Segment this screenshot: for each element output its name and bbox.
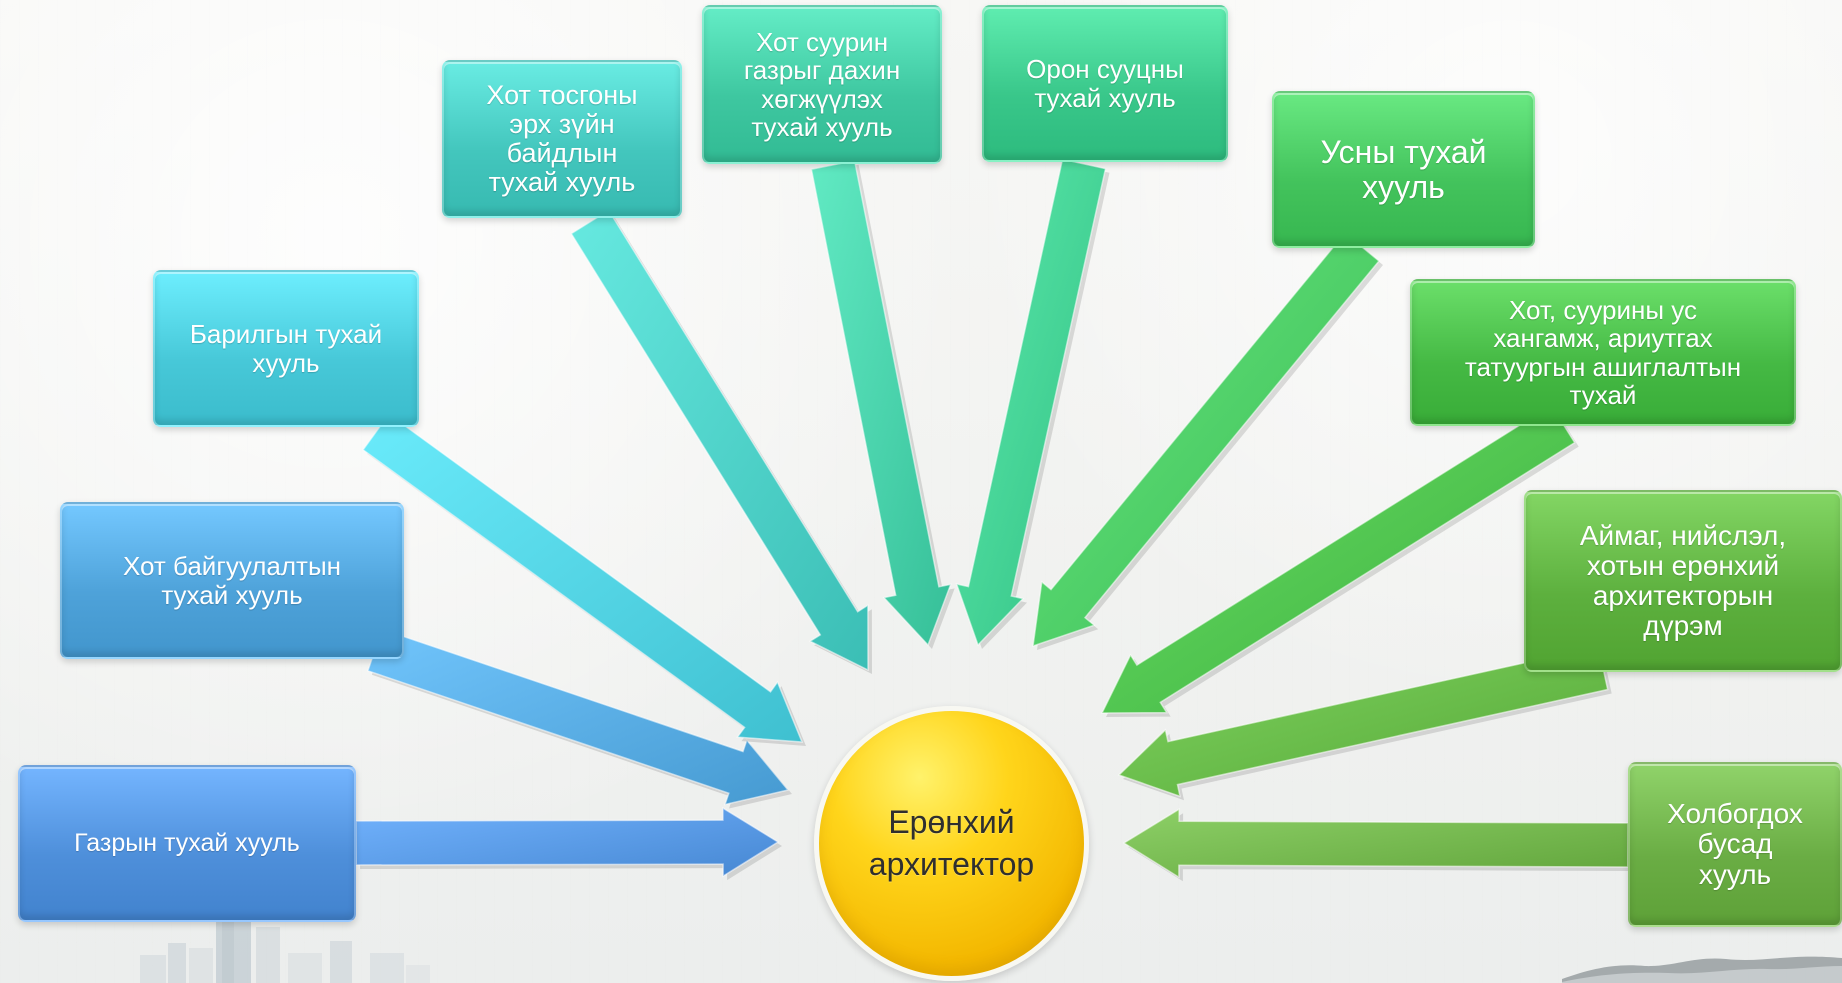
arrow-6 — [1032, 231, 1381, 648]
arrow-1 — [366, 628, 790, 806]
left-city-skyline — [140, 895, 430, 983]
law-box-other-related: Холбогдох бусад хууль — [1628, 762, 1842, 927]
arrow-5 — [955, 158, 1107, 647]
law-box-water: Усны тухай хууль — [1272, 91, 1535, 248]
arrow-8 — [1117, 645, 1609, 798]
chief-architect-hub: Ерөнхий архитектор — [814, 706, 1089, 981]
arrow-3 — [570, 209, 869, 672]
arrow-4 — [810, 159, 952, 647]
law-box-housing: Орон сууцны тухай хууль — [982, 5, 1228, 162]
arrow-0 — [355, 806, 780, 878]
chief-architect-label: Ерөнхий архитектор — [868, 803, 1035, 882]
arrow-2 — [362, 413, 804, 743]
law-box-redevelopment: Хот суурин газрыг дахин хөгжүүлэх тухай … — [702, 5, 942, 164]
law-box-chief-architect-rules: Аймаг, нийслэл, хотын ерөнхий архитектор… — [1524, 490, 1842, 672]
right-horizon-shadow — [1562, 956, 1842, 983]
law-box-construction: Барилгын тухай хууль — [153, 270, 419, 427]
law-box-urban-development: Хот байгуулалтын тухай хууль — [60, 502, 404, 659]
arrow-9 — [1122, 807, 1629, 879]
law-box-city-village-legal-status: Хот тосгоны эрх зүйн байдлын тухай хууль — [442, 60, 682, 218]
arrow-7 — [1100, 404, 1576, 714]
law-box-land: Газрын тухай хууль — [18, 765, 356, 922]
law-box-water-supply-sewage: Хот, суурины ус хангамж, ариутгах татуур… — [1410, 279, 1796, 426]
